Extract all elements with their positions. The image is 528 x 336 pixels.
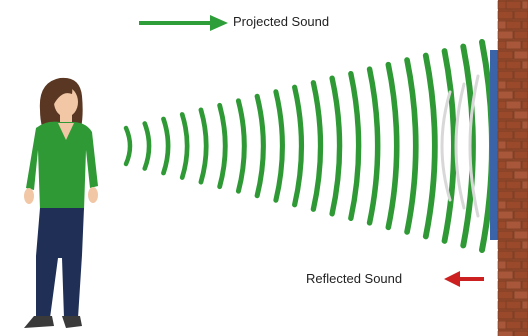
brick: [498, 231, 513, 239]
brick: [506, 141, 521, 149]
brick: [522, 221, 528, 229]
sound-wave-arc: [276, 92, 283, 200]
brick: [514, 31, 528, 39]
brick: [498, 251, 513, 259]
sound-wave-arc: [388, 65, 396, 228]
brick: [514, 211, 528, 219]
brick: [506, 61, 521, 69]
brick: [522, 61, 528, 69]
brick: [514, 151, 528, 159]
brick: [506, 241, 521, 249]
brick: [522, 181, 528, 189]
person-icon: [24, 78, 98, 328]
sound-wave-arc: [126, 128, 130, 164]
brick: [506, 1, 521, 9]
brick: [506, 281, 521, 289]
reflected-wave-arc: [456, 84, 464, 208]
sound-wave-arc: [351, 74, 359, 219]
brick: [522, 161, 528, 169]
brick: [506, 201, 521, 209]
brick: [506, 301, 521, 309]
sound-wave-arc: [426, 56, 435, 237]
brick: [514, 331, 528, 336]
projected-arrow-icon: [139, 15, 228, 31]
brick: [506, 221, 521, 229]
sound-wave-arc: [220, 105, 226, 186]
brick: [514, 191, 528, 199]
brick: [498, 171, 513, 179]
brick: [506, 121, 521, 129]
brick: [522, 41, 528, 49]
sound-wave-arc: [201, 110, 206, 182]
brick: [522, 141, 528, 149]
reflected-sound-label: Reflected Sound: [306, 271, 402, 286]
brick: [506, 161, 521, 169]
projected-sound-waves: [126, 42, 492, 250]
brick: [522, 101, 528, 109]
brick: [506, 101, 521, 109]
brick: [522, 241, 528, 249]
sound-wave-arc: [332, 78, 339, 214]
brick: [506, 261, 521, 269]
brick: [514, 291, 528, 299]
brick: [506, 181, 521, 189]
sound-wave-arc: [257, 96, 263, 195]
brick: [522, 201, 528, 209]
brick: [522, 261, 528, 269]
brick: [498, 111, 513, 119]
sound-wave-arc: [238, 101, 244, 191]
brick: [498, 151, 513, 159]
brick: [522, 21, 528, 29]
projected-sound-label: Projected Sound: [233, 14, 329, 29]
brick: [514, 311, 528, 319]
brick: [514, 111, 528, 119]
brick: [514, 231, 528, 239]
brick: [506, 81, 521, 89]
sound-wave-arc: [407, 60, 416, 232]
brick: [514, 251, 528, 259]
brick: [498, 91, 513, 99]
brick: [498, 11, 513, 19]
brick: [498, 131, 513, 139]
sound-wave-arc: [145, 123, 149, 168]
sound-wave-arc: [370, 69, 378, 223]
brick: [514, 91, 528, 99]
brick: [498, 71, 513, 79]
brick: [498, 311, 513, 319]
brick: [514, 271, 528, 279]
brick: [522, 301, 528, 309]
brick: [498, 271, 513, 279]
brick: [506, 21, 521, 29]
brick: [522, 121, 528, 129]
sound-wave-arc: [295, 87, 302, 204]
brick: [522, 321, 528, 329]
brick: [514, 51, 528, 59]
brick: [522, 81, 528, 89]
brick: [506, 321, 521, 329]
brick: [498, 331, 513, 336]
sound-wave-arc: [163, 119, 168, 173]
brick: [498, 51, 513, 59]
brick: [498, 191, 513, 199]
brick: [514, 171, 528, 179]
sound-wave-arc: [445, 51, 454, 241]
sound-wave-arc: [313, 83, 320, 210]
brick: [522, 281, 528, 289]
brick: [498, 291, 513, 299]
reflected-wave-arc: [442, 92, 450, 200]
brick: [498, 31, 513, 39]
sound-wave-arc: [182, 114, 187, 177]
brick-wall-icon: [490, 0, 528, 336]
brick: [506, 41, 521, 49]
brick: [498, 211, 513, 219]
brick: [514, 11, 528, 19]
reflected-arrow-icon: [444, 271, 484, 287]
brick: [522, 1, 528, 9]
brick: [514, 131, 528, 139]
brick: [514, 71, 528, 79]
